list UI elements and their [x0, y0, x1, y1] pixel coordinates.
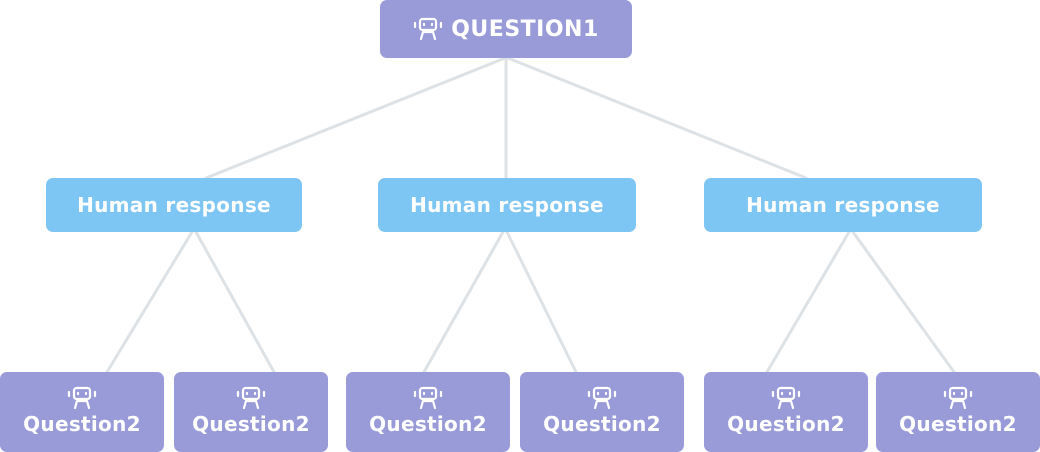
response-node-label: Human response [410, 193, 604, 217]
question-node-leaf-label: Question2 [899, 412, 1017, 436]
question-node-root[interactable]: QUESTION1 [380, 0, 632, 58]
robot-icon [413, 17, 443, 41]
question-node-leaf-6[interactable]: Question2 [876, 372, 1040, 452]
question-node-leaf-label: Question2 [727, 412, 845, 436]
question-node-leaf-5[interactable]: Question2 [704, 372, 868, 452]
response-node-2[interactable]: Human response [378, 178, 636, 232]
response-node-label: Human response [746, 193, 940, 217]
question-node-leaf-label: Question2 [192, 412, 310, 436]
question-node-leaf-4[interactable]: Question2 [520, 372, 684, 452]
question-node-leaf-1[interactable]: Question2 [0, 372, 164, 452]
question-node-root-label: QUESTION1 [451, 16, 599, 42]
question-node-leaf-label: Question2 [543, 412, 661, 436]
robot-icon [236, 386, 266, 410]
connector-response-3-leaf-6 [851, 230, 956, 374]
connector-response-1-leaf-2 [194, 230, 276, 374]
robot-icon [413, 386, 443, 410]
connector-root-response-3 [506, 56, 808, 180]
connector-response-2-leaf-4 [505, 230, 578, 374]
robot-icon [771, 386, 801, 410]
robot-icon [943, 386, 973, 410]
question-node-leaf-3[interactable]: Question2 [346, 372, 510, 452]
robot-icon [587, 386, 617, 410]
connector-response-2-leaf-3 [422, 230, 505, 374]
question-node-leaf-label: Question2 [23, 412, 141, 436]
question-node-leaf-label: Question2 [369, 412, 487, 436]
connector-response-3-leaf-5 [765, 230, 851, 374]
robot-icon [67, 386, 97, 410]
response-node-1[interactable]: Human response [46, 178, 302, 232]
response-node-label: Human response [77, 193, 271, 217]
question-node-leaf-2[interactable]: Question2 [174, 372, 328, 452]
connector-root-response-1 [204, 56, 507, 180]
response-node-3[interactable]: Human response [704, 178, 982, 232]
connector-response-1-leaf-1 [105, 230, 194, 374]
